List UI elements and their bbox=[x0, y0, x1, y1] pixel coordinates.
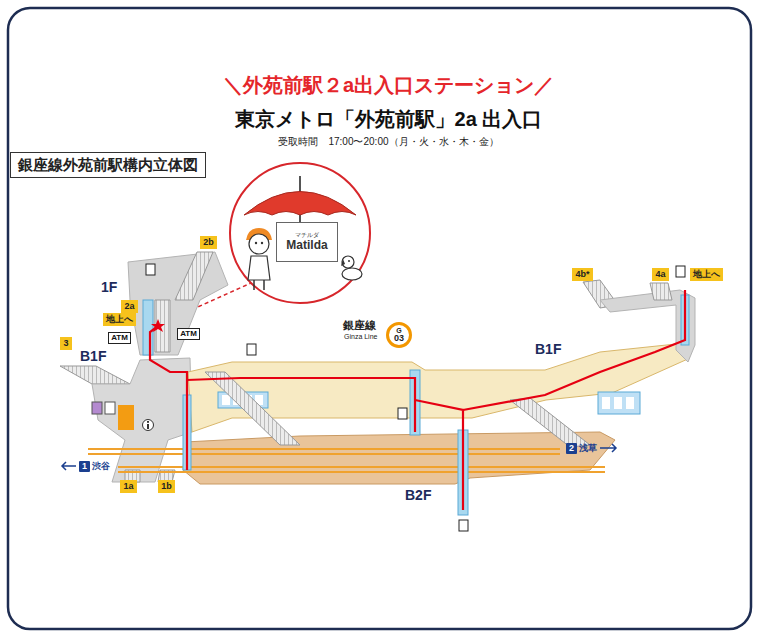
route-line bbox=[150, 326, 187, 470]
toilet-icon bbox=[626, 397, 634, 409]
track bbox=[118, 471, 605, 473]
callout-circle bbox=[230, 163, 370, 303]
head bbox=[249, 234, 269, 254]
exit-tag: 4a bbox=[652, 268, 669, 281]
floor-label: B1F bbox=[535, 341, 561, 357]
platform bbox=[183, 432, 615, 484]
locker-icon bbox=[92, 402, 102, 414]
exit-tag-text: 3 bbox=[63, 338, 68, 349]
body bbox=[248, 256, 270, 280]
exit-tag: 4b* bbox=[572, 268, 593, 281]
direction-name: 浅草 bbox=[579, 442, 597, 455]
page-title: ＼外苑前駅２a出入口ステーション／ bbox=[0, 72, 759, 99]
atm-icon-text: ATM bbox=[111, 333, 128, 343]
dog-figure bbox=[341, 256, 362, 280]
elevator-icon bbox=[459, 520, 468, 531]
floor-label: 1F bbox=[101, 279, 117, 295]
info-icon bbox=[147, 421, 149, 423]
toilet-panel bbox=[598, 392, 640, 414]
stairs bbox=[650, 283, 672, 300]
eye bbox=[348, 260, 350, 262]
direction-number-text: 1 bbox=[82, 461, 87, 472]
direction-arrow bbox=[600, 444, 616, 452]
exit-tag: 1b bbox=[158, 480, 175, 493]
stairs bbox=[60, 366, 130, 384]
direction-arrow bbox=[62, 462, 76, 470]
direction-name: 渋谷 bbox=[92, 460, 110, 473]
line-badge: G03 bbox=[386, 322, 412, 348]
line-name: 銀座線 bbox=[343, 318, 376, 333]
direction-number: 2 bbox=[566, 443, 577, 454]
body bbox=[342, 268, 362, 280]
exit-tag: 3 bbox=[60, 337, 72, 350]
stairs bbox=[205, 372, 300, 445]
hours-note: 受取時間 17:00〜20:00（月・火・水・木・金） bbox=[0, 135, 759, 149]
exit-tag: 2b bbox=[200, 236, 217, 249]
line-badge-text: G bbox=[396, 327, 401, 334]
stairs bbox=[175, 252, 213, 300]
exit-tag-text: 2a bbox=[124, 301, 134, 312]
route-line bbox=[187, 378, 415, 432]
corridor bbox=[600, 290, 695, 362]
exit-tag-text: 2b bbox=[203, 237, 214, 248]
elevator-icon bbox=[676, 266, 685, 277]
toilet-icon bbox=[222, 395, 230, 405]
direction-number: 1 bbox=[79, 461, 90, 472]
track bbox=[88, 448, 560, 450]
location-star bbox=[151, 319, 165, 332]
umbrella bbox=[244, 192, 356, 216]
route-line bbox=[463, 290, 685, 410]
exit-tag-text: 地上へ bbox=[693, 269, 720, 280]
info-icon bbox=[147, 424, 149, 429]
eye bbox=[261, 242, 263, 244]
shop-sign-text: マチルダ bbox=[295, 232, 319, 239]
exit-tag-text: 4b* bbox=[575, 269, 589, 280]
atm-icon-text: ATM bbox=[180, 329, 197, 339]
exit-tag: 1a bbox=[120, 480, 137, 493]
line-name: Ginza Line bbox=[344, 333, 377, 340]
info-icon bbox=[143, 420, 154, 431]
toilet-icon bbox=[614, 397, 622, 409]
leg bbox=[253, 280, 255, 290]
shop-block bbox=[118, 405, 134, 430]
eye bbox=[255, 242, 257, 244]
exit-tag: 地上へ bbox=[103, 313, 136, 326]
line-badge-text: 03 bbox=[394, 334, 404, 343]
elevator-icon bbox=[247, 344, 256, 355]
girl-figure bbox=[246, 228, 272, 290]
concourse-floor bbox=[92, 358, 192, 482]
stairs bbox=[510, 398, 590, 447]
elevator-icon bbox=[398, 408, 407, 419]
exit-tag-text: 1b bbox=[161, 481, 172, 492]
ground-floor-area bbox=[128, 252, 228, 355]
exit-tag-text: 1a bbox=[123, 481, 133, 492]
ticket-icon bbox=[105, 402, 115, 414]
title-box: 銀座線外苑前駅構内立体図 bbox=[10, 152, 206, 178]
exit-tag: 地上へ bbox=[690, 268, 723, 281]
head bbox=[342, 256, 354, 268]
toilet-icon bbox=[602, 397, 610, 409]
station-heading: 東京メトロ「外苑前駅」2a 出入口 bbox=[0, 106, 759, 133]
elevator-icon bbox=[146, 264, 155, 275]
leg bbox=[263, 280, 265, 290]
track bbox=[88, 453, 560, 455]
shop-sign: マチルダMatilda bbox=[276, 222, 338, 262]
atm-icon: ATM bbox=[108, 332, 131, 344]
exit-tag-text: 4a bbox=[655, 269, 665, 280]
floor-label: B2F bbox=[405, 487, 431, 503]
elevator bbox=[143, 300, 153, 355]
floor-label: B1F bbox=[80, 348, 106, 364]
direction-number-text: 2 bbox=[569, 443, 574, 454]
atm-icon: ATM bbox=[177, 328, 200, 340]
shop-sign-text: Matilda bbox=[286, 239, 327, 252]
ear bbox=[341, 259, 345, 266]
page-frame bbox=[8, 8, 751, 629]
exit-tag-text: 地上へ bbox=[106, 314, 133, 325]
exit-tag: 2a bbox=[121, 300, 138, 313]
title-box-text: 銀座線外苑前駅構内立体図 bbox=[18, 156, 198, 174]
